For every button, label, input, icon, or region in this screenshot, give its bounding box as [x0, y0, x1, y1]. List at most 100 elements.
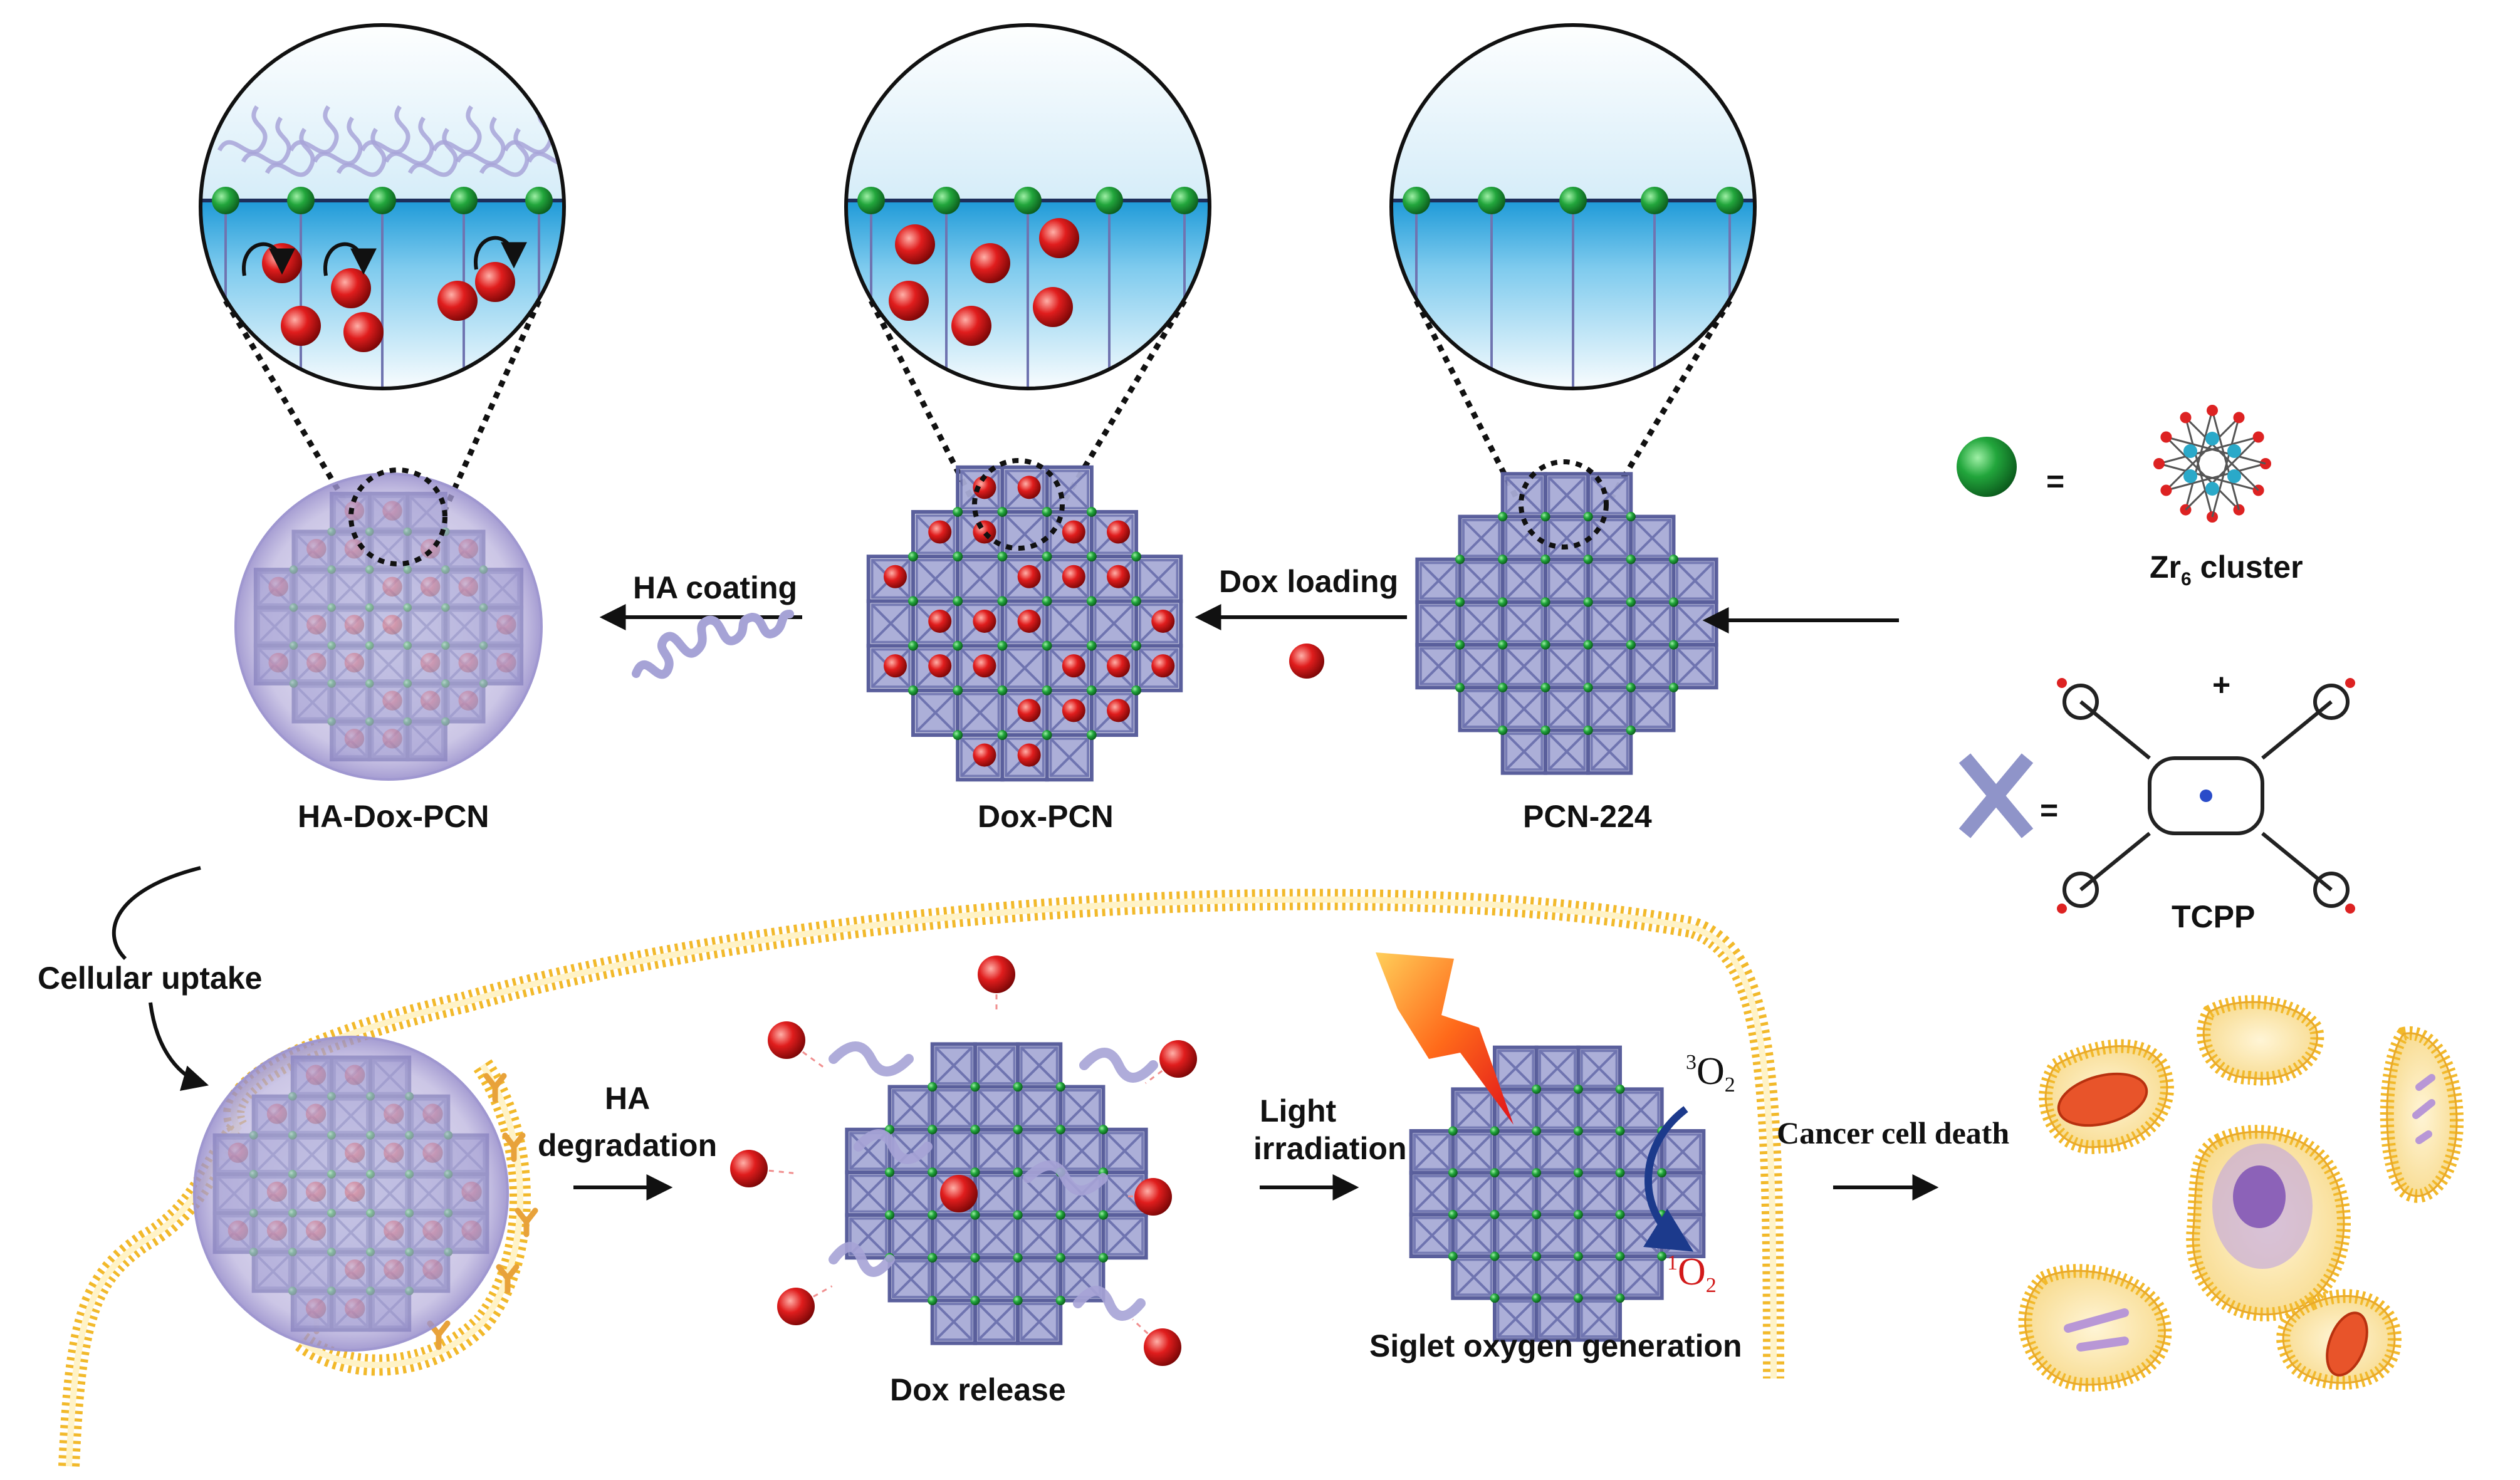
lattice-strut: [1618, 1254, 1664, 1300]
dox-molecule: [883, 565, 907, 588]
zr-node: [1490, 1168, 1500, 1177]
tcpp-linker: [1020, 1260, 1059, 1298]
zoom-funnel-line: [223, 299, 357, 519]
cluster-bond: [2158, 462, 2259, 491]
dox-molecule: [973, 609, 996, 633]
inset-dox-molecule: [1039, 218, 1079, 258]
tcpp-linker: [1676, 647, 1714, 685]
tcpp-linker: [1539, 1300, 1576, 1338]
cancer-cell-death-label: Cancer cell death: [1777, 1115, 2009, 1150]
tcpp-linker: [977, 1260, 1016, 1298]
tcpp-linker: [1413, 1133, 1451, 1170]
inset-zr-node: [1641, 187, 1668, 214]
tcpp-molecule-structure-icon: [2057, 678, 2355, 914]
tcpp-linker: [1581, 1300, 1618, 1338]
dox-molecule: [1062, 699, 1085, 722]
tcpp-linker: [1581, 1092, 1618, 1129]
tcpp-linker: [1063, 1132, 1101, 1170]
released-dox-molecule: [768, 1021, 805, 1059]
ha-fragment: [1073, 1286, 1146, 1321]
cell-outline: [2386, 1032, 2458, 1197]
inset-dox-molecule: [437, 281, 478, 321]
lattice-strut: [1586, 728, 1633, 775]
zr-node: [1574, 1085, 1583, 1094]
tcpp-linker: [1462, 604, 1500, 643]
oxygen-atom: [2207, 405, 2218, 416]
carboxyl-oxygen: [2345, 904, 2355, 914]
tcpp-linker: [1139, 559, 1178, 599]
tcpp-linker: [1462, 561, 1500, 600]
zr-node: [997, 685, 1008, 696]
zr-node: [1490, 1210, 1500, 1219]
zr-node: [885, 1210, 895, 1220]
tcpp-linker: [1633, 561, 1671, 600]
zr-node: [1615, 1085, 1625, 1094]
dox-molecule: [1107, 654, 1131, 678]
zr-node: [1626, 512, 1636, 522]
dead-cell-5: [2018, 1264, 2172, 1392]
zr-node: [1532, 1251, 1542, 1261]
nanoparticle-layer: [192, 458, 1718, 1366]
zr-node: [970, 1210, 980, 1220]
carboxyl-oxygen: [2057, 904, 2067, 914]
zr-atom: [2227, 469, 2241, 483]
zoom-inset-content: [1391, 25, 1755, 388]
ha-shell: [192, 1035, 510, 1352]
inset-border: [1389, 23, 1757, 390]
cd44-receptor: [515, 1207, 538, 1238]
tcpp-linker: [849, 1174, 887, 1213]
condensed-nucleus: [2233, 1165, 2286, 1228]
zr-node: [1013, 1210, 1023, 1220]
porphyrin-ring: [2148, 756, 2264, 835]
carboxyl-oxygen: [2345, 678, 2355, 688]
tcpp-linker: [916, 559, 955, 599]
tcpp-linker: [1497, 1092, 1534, 1129]
fragmented-chromatin: [2064, 1308, 2129, 1352]
light-bolt-icon: [1376, 952, 1514, 1125]
phenyl-arm: [2261, 700, 2333, 760]
tcpp-linker: [1591, 476, 1629, 514]
tcpp-linker: [1505, 732, 1543, 771]
lattice-strut: [1134, 644, 1183, 692]
dox-molecule: [1107, 565, 1131, 588]
tcpp-linker: [1547, 732, 1586, 771]
cell-outline: [2202, 1001, 2318, 1080]
zoom-region-marker: [972, 458, 1065, 551]
tcpp-linker: [1547, 561, 1586, 600]
zr-node: [928, 1125, 938, 1135]
ha-fragment: [1079, 1048, 1158, 1083]
release-arrow: [323, 242, 377, 276]
released-dox-molecule: [1159, 1040, 1197, 1078]
tcpp-linker: [977, 1132, 1016, 1170]
ha-chain: [384, 117, 434, 166]
zoom-inset-ha-dox-pcn: [199, 23, 566, 519]
mitochondrion: [2057, 1072, 2148, 1127]
released-dox-molecule: [978, 956, 1015, 993]
tcpp-linker: [1419, 647, 1458, 685]
phenyl-ring: [2063, 872, 2099, 908]
zr-node: [997, 507, 1008, 517]
dox-molecule-icon: [1289, 644, 1324, 679]
cd44-receptor: [483, 1073, 507, 1103]
tcpp-linker: [1581, 1258, 1618, 1296]
zr-node: [1042, 596, 1052, 607]
inset-zr-node: [1478, 187, 1505, 214]
ha-chain: [431, 105, 482, 155]
lipid-core: [66, 896, 1777, 1467]
inset-background: [846, 25, 1210, 207]
light-irradiation-label-line1: Light: [1260, 1093, 1337, 1128]
zr-node: [1055, 1253, 1065, 1263]
fragmented-chromatin: [2412, 1074, 2435, 1144]
tcpp-linker: [1622, 1092, 1660, 1129]
dox-molecule: [1107, 699, 1131, 722]
inset-dox-molecule: [951, 306, 991, 346]
tcpp-linker: [977, 1046, 1016, 1085]
tcpp-linker: [1633, 647, 1671, 685]
zr-node: [1455, 555, 1465, 565]
cluster-bond: [2185, 417, 2259, 491]
tcpp-linker: [1591, 690, 1629, 728]
released-dox-molecule: [1134, 1178, 1172, 1216]
tcpp-linker: [977, 1217, 1016, 1256]
zr-node: [1498, 725, 1508, 735]
tcpp-linker: [1497, 1300, 1534, 1338]
